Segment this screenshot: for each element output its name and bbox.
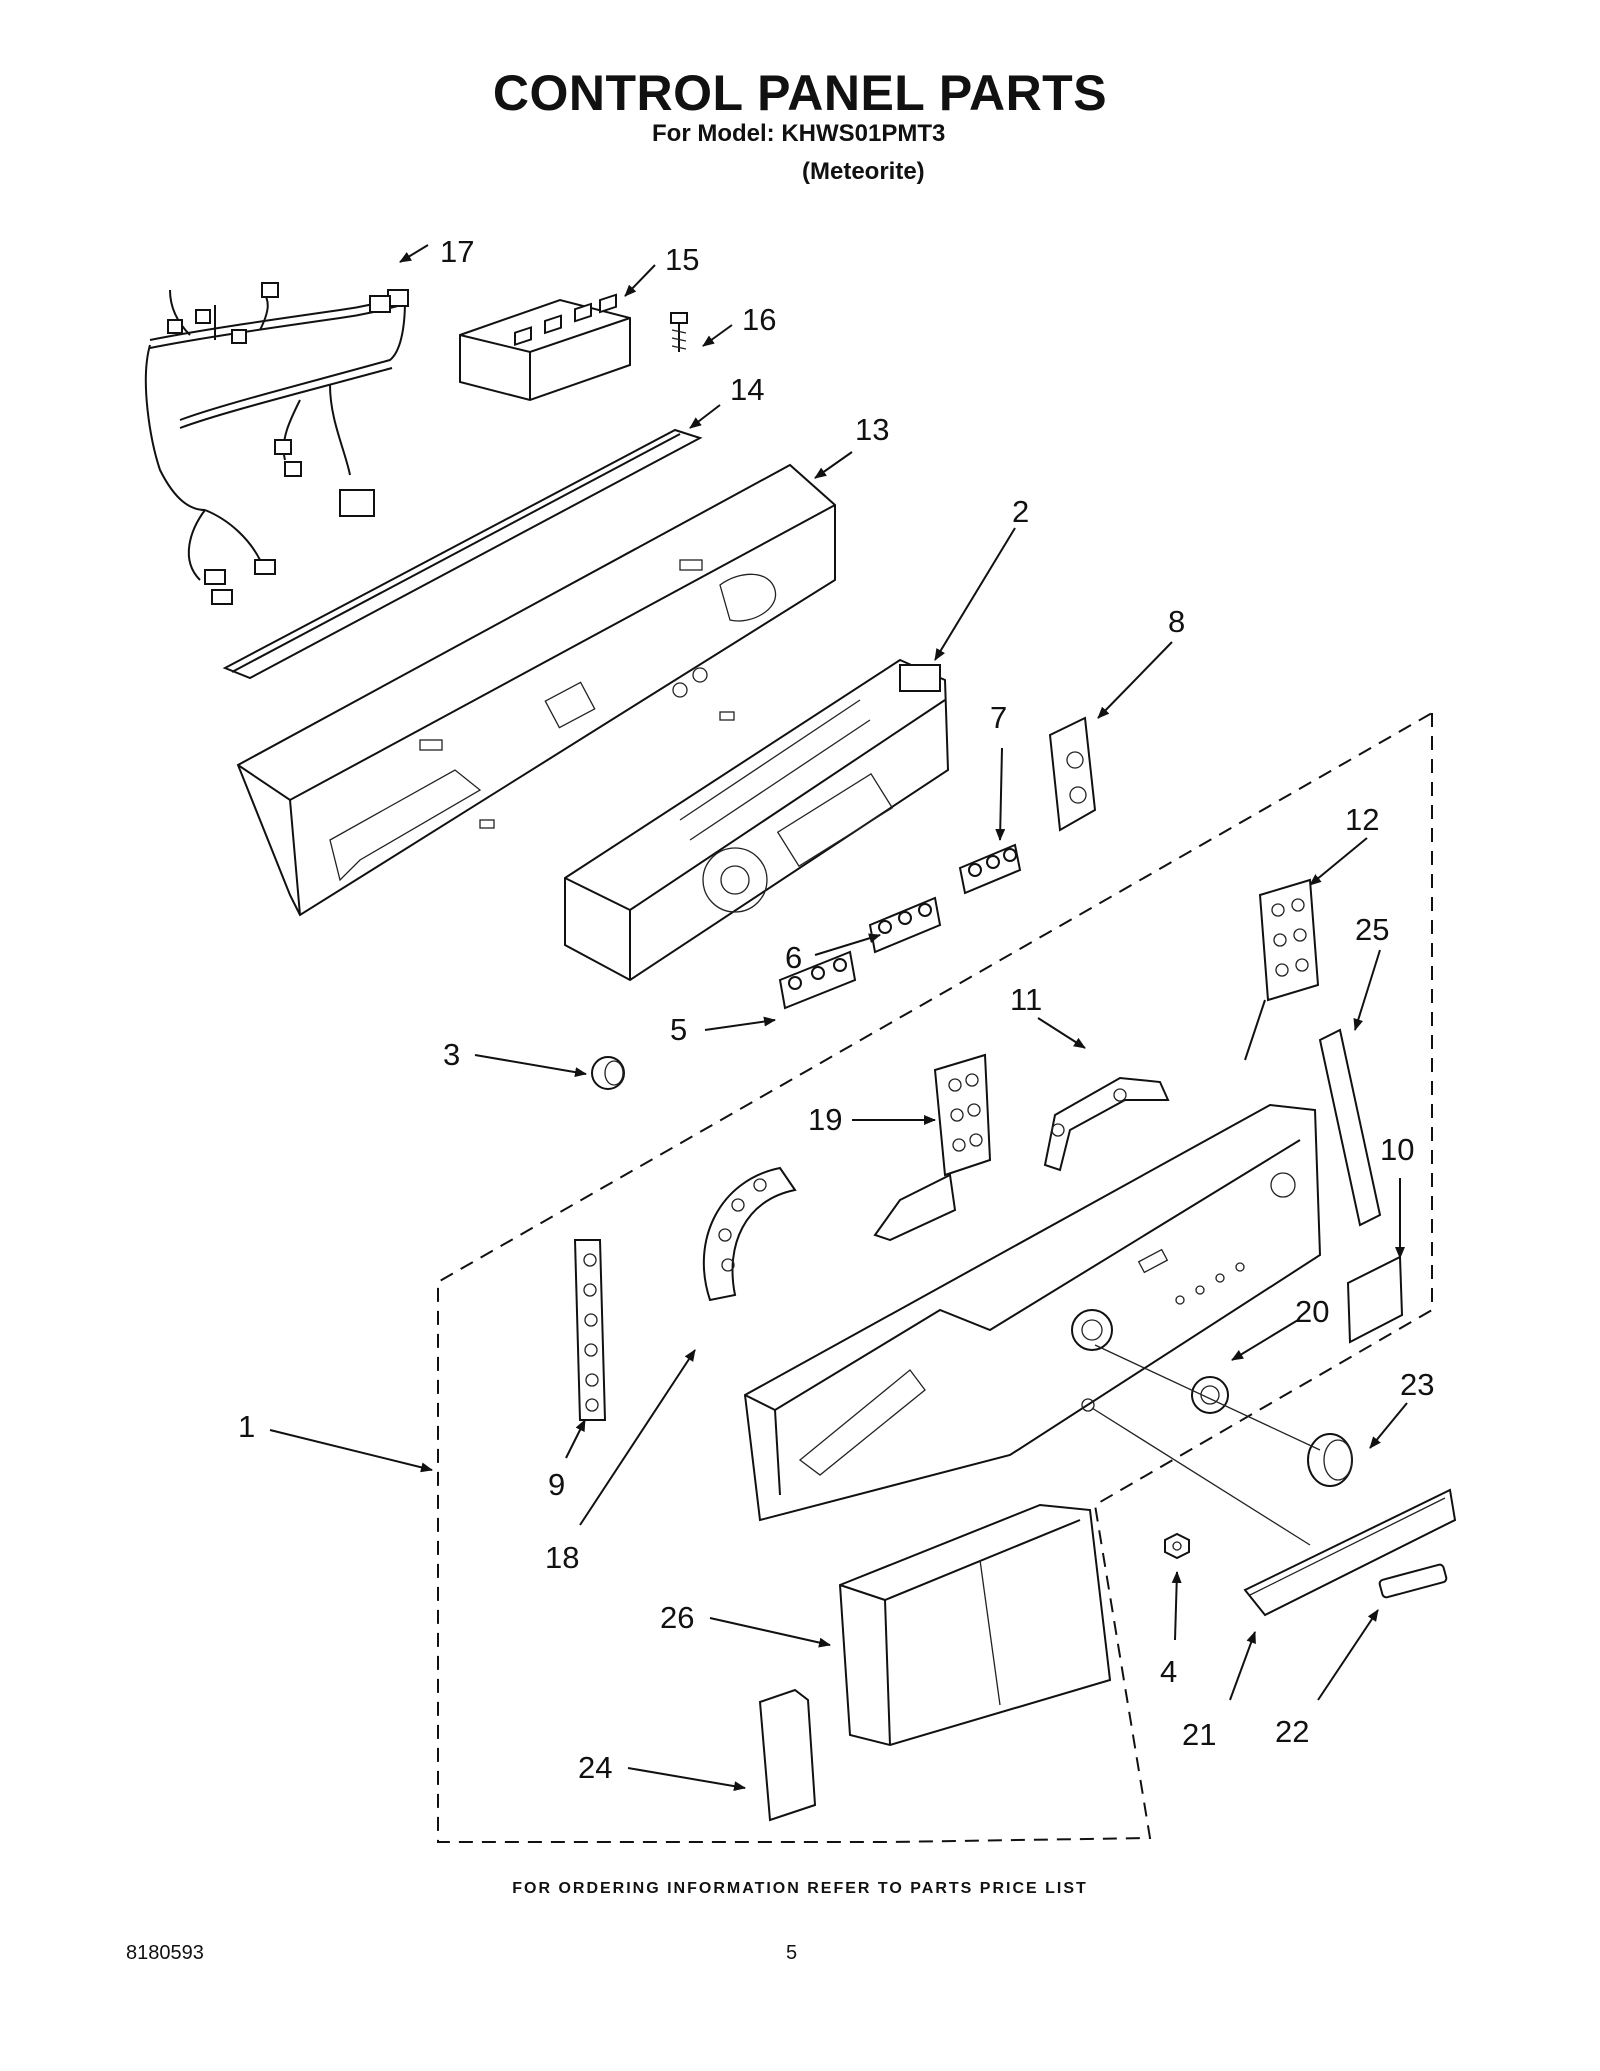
ordering-note: FOR ORDERING INFORMATION REFER TO PARTS …	[512, 1880, 1088, 1897]
console-frame	[236, 463, 836, 917]
knob	[1307, 1433, 1353, 1487]
lever-assembly	[1043, 1076, 1170, 1172]
bezel-ring	[1191, 1376, 1229, 1414]
callout-19: 19	[808, 1102, 842, 1137]
button-array-7	[958, 843, 1022, 895]
console-panel	[743, 1103, 1322, 1522]
callout-16: 16	[742, 302, 776, 337]
callout-26: 26	[660, 1600, 694, 1635]
callout-22: 22	[1275, 1714, 1309, 1749]
lever-array	[873, 1053, 992, 1242]
button-column	[573, 1239, 607, 1421]
assembly-dashed-outline	[437, 711, 1433, 1843]
label-sticker	[1346, 1255, 1404, 1344]
callout-14: 14	[730, 372, 764, 407]
page-title: CONTROL PANEL PARTS	[492, 65, 1108, 121]
dispenser-housing	[838, 1503, 1112, 1747]
callout-2: 2	[1012, 494, 1029, 529]
callout-13: 13	[855, 412, 889, 447]
callout-20: 20	[1295, 1294, 1329, 1329]
callout-3: 3	[443, 1037, 460, 1072]
callout-21: 21	[1182, 1717, 1216, 1752]
nameplate-bezel	[1243, 1488, 1457, 1617]
callout-24: 24	[578, 1750, 612, 1785]
wire-harness	[144, 282, 409, 605]
callout-23: 23	[1400, 1367, 1434, 1402]
callout-10: 10	[1380, 1132, 1414, 1167]
button-array-6	[868, 896, 942, 954]
control-board-housing	[564, 658, 950, 982]
model-variant: (Meteorite)	[802, 158, 925, 185]
callout-5: 5	[670, 1012, 687, 1047]
bracket-strip	[222, 428, 703, 680]
callout-11: 11	[1010, 982, 1042, 1017]
callout-9: 9	[548, 1467, 565, 1502]
callout-1: 1	[238, 1409, 255, 1444]
leader-lines	[269, 244, 1408, 1792]
trim-strip	[1318, 1028, 1382, 1227]
callout-18: 18	[545, 1540, 579, 1575]
callout-17: 17	[440, 234, 474, 269]
arc-button-ring	[702, 1166, 797, 1302]
side-bracket	[1048, 716, 1097, 832]
screw	[670, 312, 688, 352]
callout-6: 6	[785, 940, 802, 975]
page-number: 5	[786, 1942, 798, 1964]
callout-12: 12	[1345, 802, 1379, 837]
brand-badge	[1378, 1563, 1448, 1599]
button-group-12	[1244, 878, 1320, 1061]
callout-8: 8	[1168, 604, 1185, 639]
callout-25: 25	[1355, 912, 1389, 947]
hex-nut	[1164, 1532, 1190, 1560]
document-number: 8180593	[126, 1942, 204, 1964]
end-cap	[758, 1688, 817, 1822]
callout-15: 15	[665, 242, 699, 277]
model-line: For Model: KHWS01PMT3	[652, 120, 946, 147]
knob-cap	[591, 1056, 625, 1090]
callout-4: 4	[1160, 1654, 1177, 1689]
relay-block	[459, 293, 631, 402]
callout-7: 7	[990, 700, 1007, 735]
button-array-5	[778, 950, 857, 1010]
